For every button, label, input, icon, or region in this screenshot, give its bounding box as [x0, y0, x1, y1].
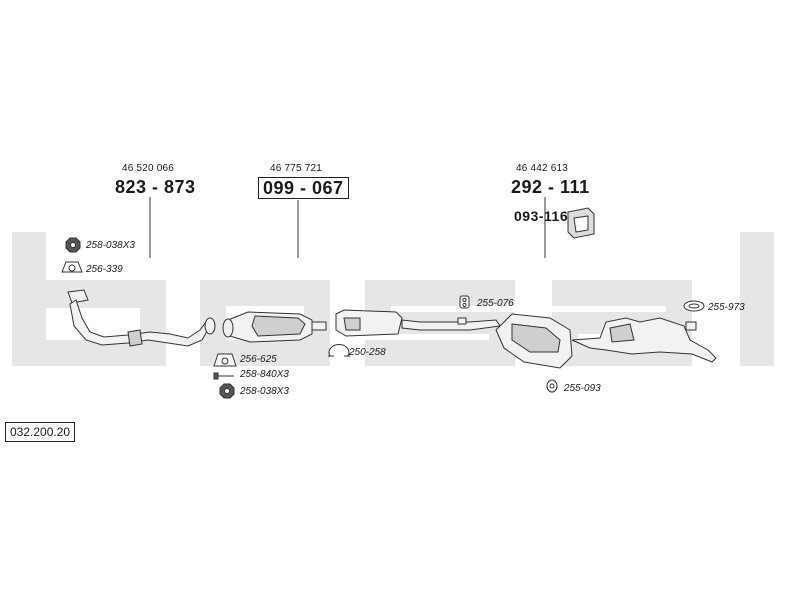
leader-lines [149, 197, 546, 258]
front-pipe-oem: 46 520 066 [122, 163, 175, 174]
front-pipe [67, 289, 216, 347]
label-255-076[interactable]: 255-076 [477, 298, 514, 309]
silencer-part-number[interactable]: 292 - 111 [511, 177, 590, 197]
label-256-339[interactable]: 256-339 [86, 264, 123, 275]
diagram-reference-number: 032.200.20 [5, 422, 76, 442]
middle-silencer [335, 309, 501, 337]
catalyst-oem: 46 775 721 [270, 163, 323, 174]
hanger-icon-2 [546, 379, 558, 393]
clamp-part [567, 207, 595, 239]
hanger-icon-1 [459, 295, 470, 309]
catalytic-converter [222, 311, 327, 343]
clamp-part-number[interactable]: 093-116 [514, 208, 569, 224]
mount-icon-1 [65, 237, 81, 253]
clamp-icon [328, 344, 350, 357]
label-255-973[interactable]: 255-973 [708, 302, 745, 313]
rear-silencer [495, 313, 717, 369]
catalyst-part-number[interactable]: 099 - 067 [258, 177, 349, 199]
label-258-038x3-top[interactable]: 258-038X3 [86, 240, 135, 251]
label-255-093[interactable]: 255-093 [564, 383, 601, 394]
label-258-038x3-bottom[interactable]: 258-038X3 [240, 386, 289, 397]
gasket-icon-1 [61, 261, 83, 273]
hanger-icon-3 [683, 300, 705, 312]
gasket-icon-2 [213, 353, 237, 367]
silencer-oem: 46 442 613 [516, 163, 569, 174]
fitting-icons [61, 237, 705, 399]
bolt-icon [213, 372, 234, 380]
mount-icon-2 [219, 383, 235, 399]
front-pipe-part-number[interactable]: 823 - 873 [115, 177, 196, 197]
label-256-625[interactable]: 256-625 [240, 354, 277, 365]
label-250-258[interactable]: 250-258 [349, 347, 386, 358]
label-258-840x3[interactable]: 258-840X3 [240, 369, 289, 380]
